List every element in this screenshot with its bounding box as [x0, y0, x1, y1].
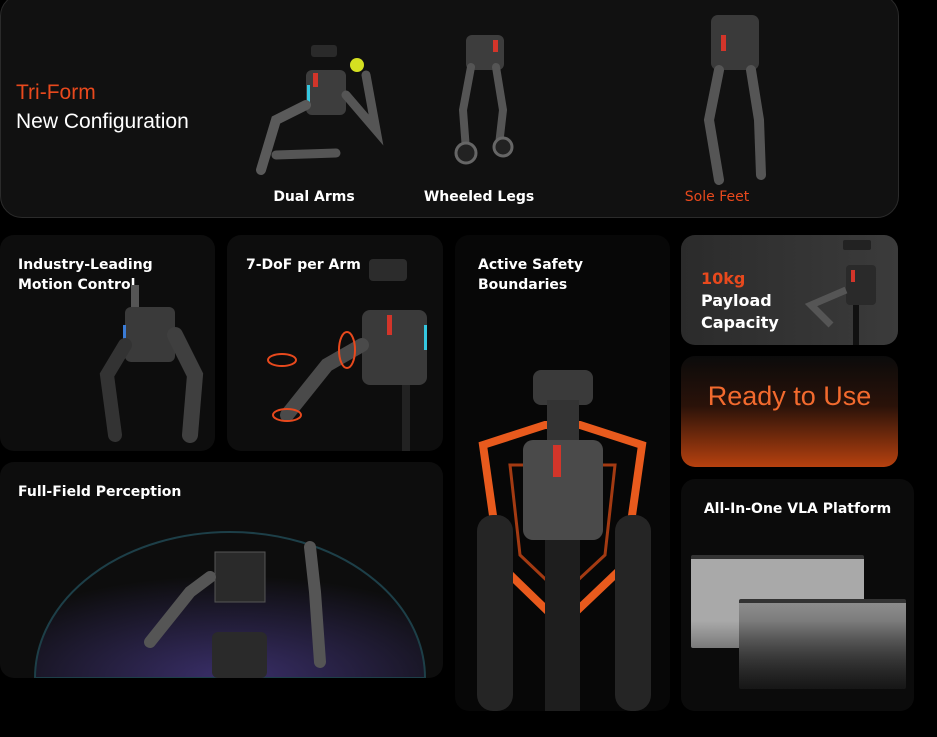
fade-overlay	[681, 621, 914, 711]
motion-control-card: Industry-Leading Motion Control	[0, 235, 215, 451]
payload-title: 10kg Payload Capacity	[701, 268, 821, 334]
vla-platform-card: All-In-One VLA Platform	[681, 479, 914, 711]
perception-title: Full-Field Perception	[18, 484, 182, 500]
payload-robot-image	[804, 240, 876, 345]
ready-to-use-title: Ready to Use	[707, 381, 872, 411]
vla-platform-title: All-In-One VLA Platform	[703, 501, 892, 517]
wheeled-legs-robot-image	[454, 35, 514, 165]
ready-to-use-card: Ready to Use	[681, 356, 898, 467]
dof-title: 7-DoF per Arm	[246, 257, 361, 273]
robot-arm-image	[99, 285, 204, 443]
safety-card: Active Safety Boundaries	[455, 235, 670, 711]
sole-feet-robot-image	[703, 15, 766, 185]
motion-control-title: Industry-Leading Motion Control	[18, 257, 153, 293]
new-configuration-title: New Configuration	[16, 110, 189, 133]
form-label-wheeled-legs: Wheeled Legs	[423, 189, 535, 205]
perception-dome-image	[33, 531, 427, 678]
perception-card: Full-Field Perception	[0, 462, 443, 678]
robot-arm-dof-image	[267, 259, 427, 451]
dof-card: 7-DoF per Arm	[227, 235, 443, 451]
safety-robot-image	[477, 370, 651, 711]
form-label-dual-arms: Dual Arms	[273, 189, 355, 205]
payload-accent: 10kg	[701, 269, 746, 288]
form-label-sole-feet: Sole Feet	[684, 189, 750, 205]
payload-label: Payload Capacity	[701, 291, 779, 332]
safety-title: Active Safety Boundaries	[478, 257, 584, 293]
dual-arms-robot-image	[256, 45, 384, 175]
tri-form-card: Tri-Form New Configuration Dual Arms Whe…	[0, 0, 899, 218]
payload-card: 10kg Payload Capacity	[681, 235, 898, 345]
tri-form-title: Tri-Form	[16, 81, 96, 104]
